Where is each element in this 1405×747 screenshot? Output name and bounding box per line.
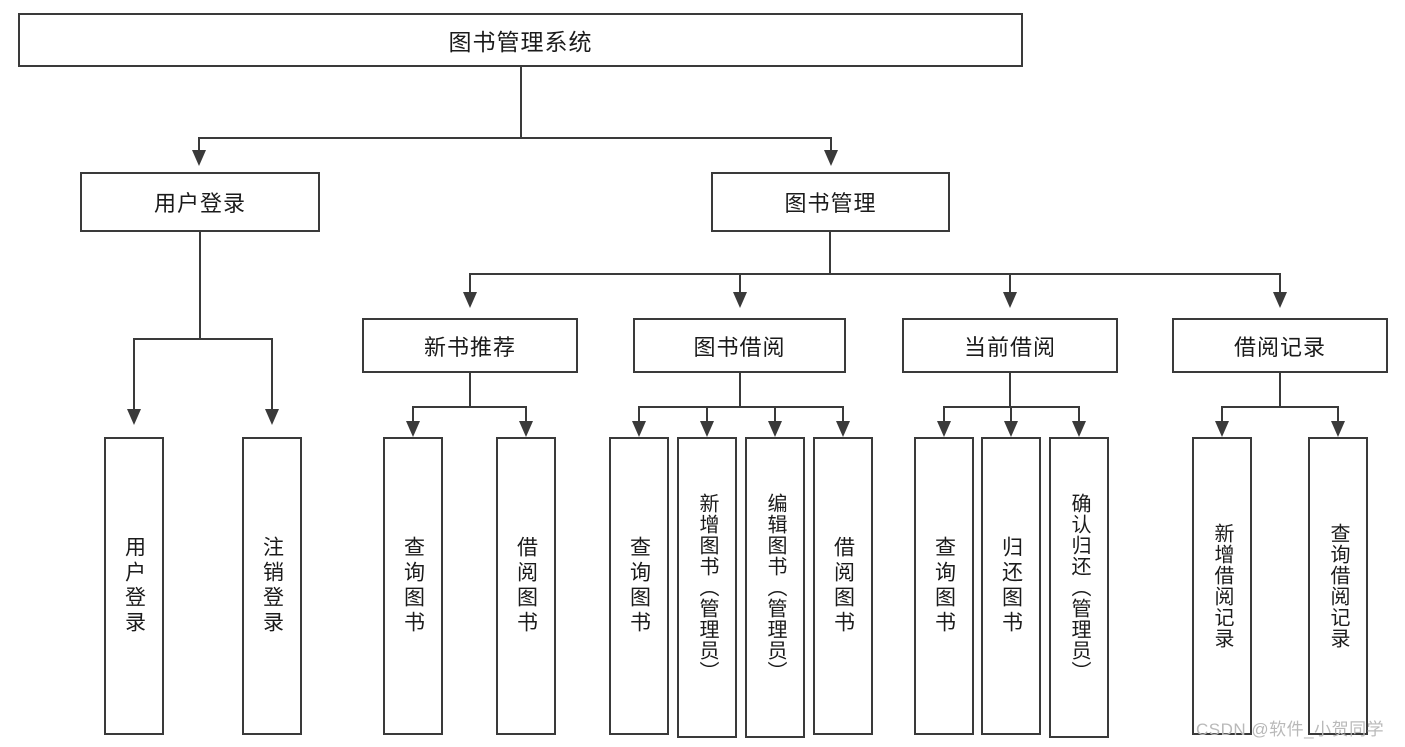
connector-new-book-stem [469, 373, 471, 407]
node-current-borrow[interactable]: 当前借阅 [902, 318, 1118, 373]
connector-current-borrow-leaf-2 [1010, 406, 1012, 422]
connector-root-stem [520, 67, 522, 138]
node-label: 查询借阅记录 [1327, 523, 1349, 649]
connector-book-borrow-leaf-3 [774, 406, 776, 422]
connector-book-borrow-leaf-2 [706, 406, 708, 422]
connector-borrow-record-bus [1221, 406, 1339, 408]
node-new-book-recommend[interactable]: 新书推荐 [362, 318, 578, 373]
node-label: 借阅记录 [1233, 334, 1326, 360]
connector-user-login-stem [199, 232, 201, 339]
connector-new-book-leaf-1 [412, 406, 414, 422]
node-label: 用户登录 [153, 191, 246, 216]
arrowhead-user-login-leaf-1 [127, 409, 141, 425]
connector-user-login-to-leaf-1 [133, 338, 135, 410]
connector-bm-to-book-borrow [739, 273, 741, 293]
connector-book-borrow-stem [739, 373, 741, 407]
connector-new-book-bus [412, 406, 527, 408]
node-label: 新增借阅记录 [1211, 523, 1233, 649]
connector-bm-to-new-book [469, 273, 471, 293]
csdn-watermark: CSDN @软件_小贺同学 [1196, 720, 1385, 739]
arrowhead-current-borrow-leaf-2 [1004, 421, 1018, 437]
node-leaf-edit-book[interactable]: 编辑图书（管理员） [745, 437, 805, 738]
arrowhead-new-book-leaf-1 [406, 421, 420, 437]
connector-root-to-book-management [830, 137, 832, 151]
node-leaf-query-book-1[interactable]: 查询图书 [383, 437, 443, 735]
connector-book-borrow-bus [638, 406, 842, 408]
connector-current-borrow-stem [1009, 373, 1011, 407]
node-leaf-user-login[interactable]: 用户登录 [104, 437, 164, 735]
arrowhead-user-login-leaf-2 [265, 409, 279, 425]
node-leaf-query-borrow-record[interactable]: 查询借阅记录 [1308, 437, 1368, 735]
node-book-borrow[interactable]: 图书借阅 [633, 318, 846, 373]
node-label: 新书推荐 [423, 334, 516, 360]
node-user-login[interactable]: 用户登录 [80, 172, 320, 232]
arrowhead-new-book-leaf-2 [519, 421, 533, 437]
node-leaf-return-book[interactable]: 归还图书 [981, 437, 1041, 735]
node-label: 注销登录 [260, 536, 284, 636]
connector-bm-to-borrow-record [1279, 273, 1281, 293]
node-borrow-record[interactable]: 借阅记录 [1172, 318, 1388, 373]
node-leaf-user-logout[interactable]: 注销登录 [242, 437, 302, 735]
arrowhead-bm-current-borrow [1003, 292, 1017, 308]
connector-borrow-record-leaf-1 [1221, 406, 1223, 422]
arrowhead-root-to-user-login [192, 150, 206, 166]
node-leaf-confirm-return[interactable]: 确认归还（管理员） [1049, 437, 1109, 738]
node-leaf-borrow-book-1[interactable]: 借阅图书 [496, 437, 556, 735]
connector-user-login-bus [133, 338, 272, 340]
node-label: 确认归还（管理员） [1068, 493, 1090, 682]
connector-user-login-to-leaf-2 [271, 338, 273, 410]
connector-borrow-record-leaf-2 [1337, 406, 1339, 422]
arrowhead-book-borrow-leaf-2 [700, 421, 714, 437]
node-leaf-borrow-book-2[interactable]: 借阅图书 [813, 437, 873, 735]
node-leaf-add-book[interactable]: 新增图书（管理员） [677, 437, 737, 738]
connector-bm-to-current-borrow [1009, 273, 1011, 293]
node-label: 编辑图书（管理员） [764, 493, 786, 682]
arrowhead-borrow-record-leaf-1 [1215, 421, 1229, 437]
arrowhead-bm-book-borrow [733, 292, 747, 308]
node-label: 借阅图书 [831, 536, 855, 636]
connector-borrow-record-stem [1279, 373, 1281, 407]
arrowhead-bm-borrow-record [1273, 292, 1287, 308]
node-label: 当前借阅 [963, 334, 1056, 360]
connector-book-borrow-leaf-1 [638, 406, 640, 422]
node-label: 归还图书 [999, 536, 1023, 636]
node-label: 图书管理系统 [448, 29, 593, 55]
connector-book-management-bus [469, 273, 1280, 275]
node-leaf-add-borrow-record[interactable]: 新增借阅记录 [1192, 437, 1252, 735]
node-label: 图书借阅 [693, 334, 786, 360]
arrowhead-current-borrow-leaf-3 [1072, 421, 1086, 437]
node-label: 图书管理 [784, 191, 877, 216]
node-label: 借阅图书 [514, 536, 538, 636]
arrowhead-bm-new-book [463, 292, 477, 308]
connector-root-to-user-login [198, 137, 200, 151]
arrowhead-borrow-record-leaf-2 [1331, 421, 1345, 437]
connector-current-borrow-leaf-3 [1078, 406, 1080, 422]
connector-root-bus [198, 137, 832, 139]
connector-current-borrow-leaf-1 [943, 406, 945, 422]
node-root-book-management-system[interactable]: 图书管理系统 [18, 13, 1023, 67]
arrowhead-book-borrow-leaf-3 [768, 421, 782, 437]
node-leaf-query-book-3[interactable]: 查询图书 [914, 437, 974, 735]
arrowhead-book-borrow-leaf-1 [632, 421, 646, 437]
arrowhead-book-borrow-leaf-4 [836, 421, 850, 437]
node-label: 用户登录 [122, 536, 146, 636]
node-label: 查询图书 [627, 536, 651, 636]
connector-book-management-stem [829, 232, 831, 274]
node-label: 新增图书（管理员） [696, 493, 718, 682]
arrowhead-root-to-book-management [824, 150, 838, 166]
node-label: 查询图书 [401, 536, 425, 636]
node-leaf-query-book-2[interactable]: 查询图书 [609, 437, 669, 735]
node-label: 查询图书 [932, 536, 956, 636]
node-book-management[interactable]: 图书管理 [711, 172, 950, 232]
connector-book-borrow-leaf-4 [842, 406, 844, 422]
connector-new-book-leaf-2 [525, 406, 527, 422]
arrowhead-current-borrow-leaf-1 [937, 421, 951, 437]
